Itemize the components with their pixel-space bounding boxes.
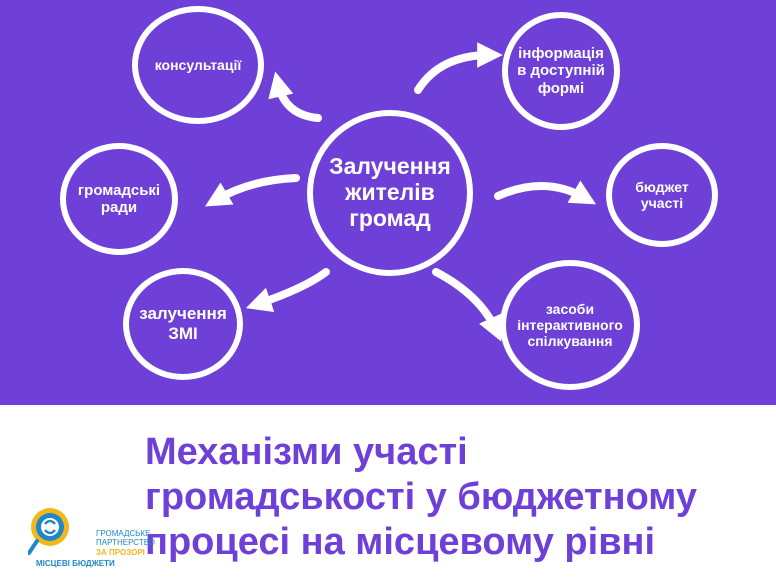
- title-line: громадськості у бюджетному: [145, 476, 698, 518]
- partnership-logo: ГРОМАДСЬКЕ ПАРТНЕРСТВО ЗА ПРОЗОРІ МІСЦЕВ…: [28, 505, 155, 577]
- node-label: інтерактивного: [517, 316, 623, 333]
- node-label: участі: [640, 195, 684, 211]
- node-label: інформація: [518, 45, 604, 63]
- center-line: громад: [349, 204, 431, 231]
- node-label: бюджет: [635, 178, 689, 195]
- logo-text: ГРОМАДСЬКЕ: [96, 529, 151, 538]
- arrow-to-interactive: [432, 268, 503, 342]
- node-consultations: консультації: [132, 6, 264, 124]
- node-information: інформація в доступній формі: [502, 12, 620, 130]
- logo-text: ЗА ПРОЗОРІ: [96, 548, 145, 557]
- node-media: залучення ЗМІ: [123, 268, 243, 380]
- coin-magnifier-icon: [28, 508, 69, 555]
- arrow-to-media: [245, 268, 330, 312]
- center-node: Залучення жителів громад: [307, 110, 473, 276]
- node-label: ЗМІ: [168, 324, 198, 343]
- diagram-arrows: [204, 42, 597, 342]
- title-line: Механізми участі: [145, 431, 468, 473]
- node-interactive-communication: засоби інтерактивного спілкування: [500, 260, 640, 390]
- center-line: жителів: [345, 179, 435, 206]
- arrow-to-budget: [494, 180, 597, 205]
- node-label: залучення: [139, 304, 227, 324]
- logo-text: ПАРТНЕРСТВО: [96, 538, 155, 547]
- node-label: спілкування: [527, 333, 613, 350]
- arrow-to-information: [414, 42, 503, 94]
- logo-text: МІСЦЕВІ БЮДЖЕТИ: [36, 559, 115, 568]
- node-label: ради: [100, 199, 138, 216]
- node-label: в доступній: [517, 62, 605, 80]
- node-label: засоби: [545, 300, 595, 317]
- center-line: Залучення: [329, 153, 451, 180]
- node-label: формі: [537, 79, 585, 97]
- node-label: консультації: [154, 56, 242, 73]
- node-participatory-budget: бюджет участі: [606, 143, 718, 247]
- title-line: процесі на місцевому рівні: [145, 521, 656, 563]
- node-label: громадські: [77, 181, 161, 199]
- arrow-to-consultations: [268, 71, 322, 122]
- arrow-to-councils: [204, 174, 300, 207]
- page-title: Механізми участі громадськості у бюджетн…: [145, 430, 765, 565]
- node-public-councils: громадські ради: [60, 143, 178, 255]
